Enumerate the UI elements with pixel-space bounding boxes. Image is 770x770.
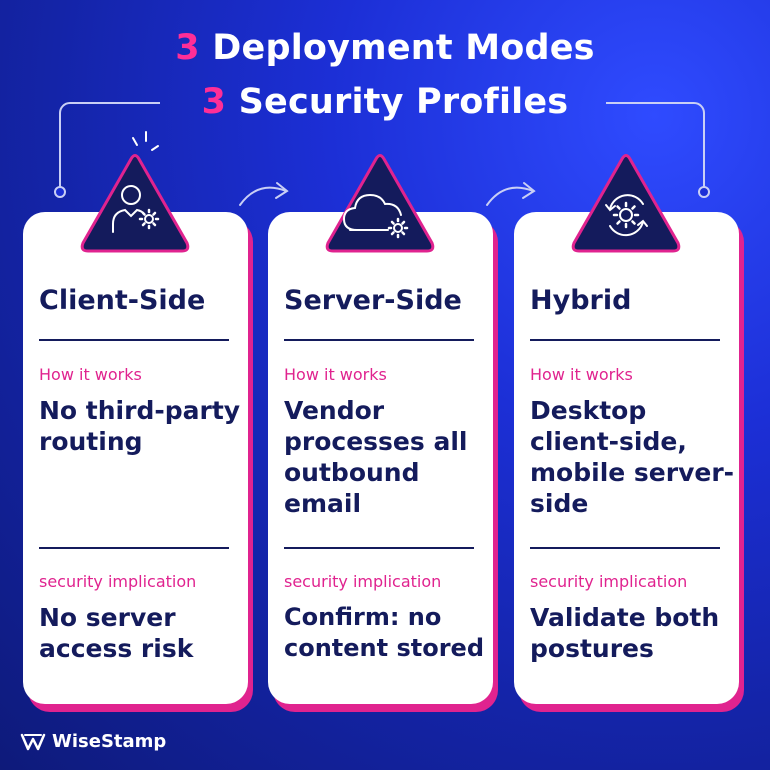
brand-logo[interactable]: WiseStamp bbox=[20, 731, 166, 752]
brand-name: WiseStamp bbox=[52, 731, 167, 752]
card-client-side: Client-Side How it works No third-party … bbox=[23, 212, 248, 704]
how-it-works-text: Desktop client-side, mobile server-side bbox=[530, 396, 735, 518]
card-hybrid: Hybrid How it works Desktop client-side,… bbox=[514, 212, 739, 704]
divider bbox=[284, 339, 474, 341]
title-line-2-number: 3 bbox=[201, 82, 227, 122]
security-implication-label: security implication bbox=[530, 572, 688, 591]
security-implication-label: security implication bbox=[284, 572, 442, 591]
how-it-works-text: No third-party routing bbox=[39, 396, 241, 456]
wisestamp-logo-icon bbox=[20, 733, 46, 750]
security-implication-label: security implication bbox=[39, 572, 197, 591]
how-it-works-text: Vendor processes all outbound email bbox=[284, 396, 468, 518]
divider bbox=[284, 547, 474, 549]
title-line-1-text: Deployment Modes bbox=[212, 28, 595, 68]
title-line-2-text: Security Profiles bbox=[238, 82, 569, 122]
card-title: Server-Side bbox=[284, 285, 462, 316]
how-it-works-label: How it works bbox=[39, 365, 142, 384]
divider bbox=[39, 339, 229, 341]
title-line-2: 3 Security Profiles bbox=[0, 80, 770, 124]
divider bbox=[39, 547, 229, 549]
security-implication-text: Confirm: no content stored bbox=[284, 603, 485, 662]
security-implication-text: No server access risk bbox=[39, 603, 194, 663]
card-title: Client-Side bbox=[39, 285, 206, 316]
spark-lines-icon bbox=[132, 131, 159, 151]
divider bbox=[530, 339, 720, 341]
curved-arrow-icon bbox=[239, 182, 289, 206]
divider bbox=[530, 547, 720, 549]
connector-dot-left bbox=[54, 186, 66, 198]
card-title: Hybrid bbox=[530, 285, 632, 316]
how-it-works-label: How it works bbox=[284, 365, 387, 384]
curved-arrow-icon bbox=[486, 182, 536, 206]
connector-dot-right bbox=[698, 186, 710, 198]
title-line-1: 3 Deployment Modes bbox=[0, 26, 770, 70]
security-implication-text: Validate both postures bbox=[530, 603, 720, 663]
title-line-1-number: 3 bbox=[175, 28, 200, 68]
how-it-works-label: How it works bbox=[530, 365, 633, 384]
card-server-side: Server-Side How it works Vendor processe… bbox=[268, 212, 493, 704]
